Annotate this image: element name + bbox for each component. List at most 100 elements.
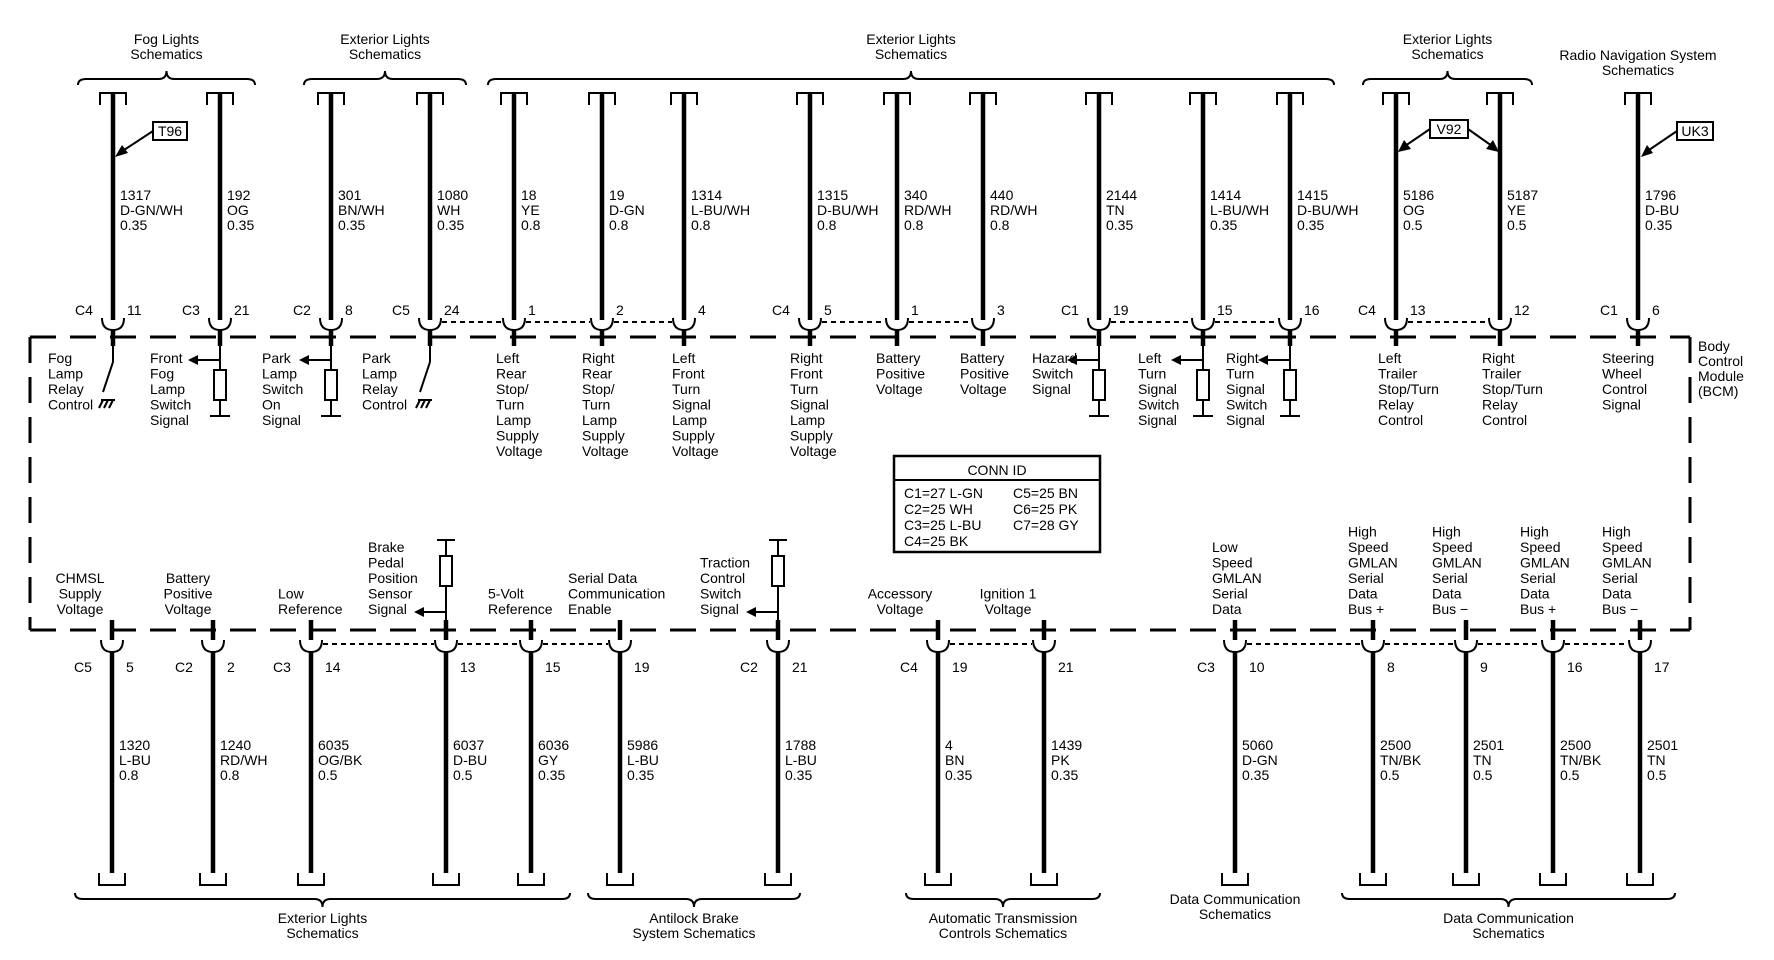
bracket-line — [303, 70, 467, 86]
pin-socket — [1361, 639, 1385, 654]
pin-function-line: Voltage — [672, 443, 719, 459]
wire-spec-line: 1080 — [437, 187, 468, 203]
conn-id-entry: C3=25 L-BU — [904, 517, 981, 533]
bracket-label: Automatic Transmission — [929, 910, 1078, 926]
pin-function-line: Lamp — [582, 412, 617, 428]
wire-spec-line: BN — [945, 752, 964, 768]
conn-id-title: CONN ID — [967, 462, 1026, 478]
connector-id: C1 — [1600, 302, 1618, 318]
right-turn-switch-input-symbol — [1258, 346, 1300, 417]
pin-function-line: Signal — [1602, 397, 1641, 413]
pin-function-line: Voltage — [582, 443, 629, 459]
bracket-line — [1362, 70, 1533, 86]
wire-spec-line: 0.35 — [538, 767, 565, 783]
wire-spec-line: YE — [1507, 202, 1526, 218]
pin-function-line: Rear — [582, 366, 613, 382]
pin-function-line: Sensor — [368, 586, 413, 602]
arrow-icon — [1398, 140, 1411, 152]
wire-spec-line: L-BU/WH — [1210, 202, 1269, 218]
wire-spec-line: L-BU — [627, 752, 659, 768]
pin-function-line: Supply — [59, 586, 102, 602]
wire-spec-line: 0.8 — [521, 217, 541, 233]
pin-function-line: Voltage — [960, 381, 1007, 397]
bracket-label: Schematics — [1199, 906, 1271, 922]
wire-spec-line: 0.5 — [1403, 217, 1423, 233]
park-switch-input-symbol — [299, 346, 341, 417]
pin-function-line: Stop/ — [496, 381, 529, 397]
pin-function-line: Turn — [1138, 366, 1166, 382]
bracket-line — [77, 70, 256, 86]
pin-function-line: Turn — [1226, 366, 1254, 382]
bracket-label: Data Communication — [1170, 891, 1301, 907]
wire-spec-line: 1315 — [817, 187, 848, 203]
pin-function-line: Brake — [368, 539, 405, 555]
wire-spec-line: WH — [437, 202, 460, 218]
pin-function-line: Voltage — [876, 381, 923, 397]
pin-function-line: Battery — [876, 350, 920, 366]
wire-spec-line: 1317 — [120, 187, 151, 203]
pin-socket — [1628, 639, 1652, 654]
pin-function-line: Right — [1226, 350, 1259, 366]
top-circuit: 1415D-BU/WH0.3516RightTurnSignalSwitchSi… — [1226, 93, 1358, 428]
pin-number: 19 — [634, 659, 650, 675]
pin-function-line: Serial Data — [568, 570, 637, 586]
wire-spec-line: 19 — [609, 187, 625, 203]
pin-function-line: Left — [1138, 350, 1161, 366]
pin-function-line: Stop/ — [582, 381, 615, 397]
pin-function-line: CHMSL — [55, 570, 104, 586]
wire-spec-line: 0.5 — [1473, 767, 1493, 783]
pin-function-line: Stop/Turn — [1482, 381, 1543, 397]
pin-function-line: Trailer — [1378, 366, 1417, 382]
module-boundary-sides — [28, 337, 1692, 630]
pin-number: 15 — [545, 659, 561, 675]
pin-function-line: Bus + — [1520, 601, 1556, 617]
pin-number: 10 — [1249, 659, 1265, 675]
conn-id-entry: C5=25 BN — [1013, 485, 1078, 501]
pin-function-line: Control — [1602, 381, 1647, 397]
pin-function-line: Battery — [960, 350, 1004, 366]
pin-number: 13 — [460, 659, 476, 675]
pin-function-line: On — [262, 397, 281, 413]
pin-function-line: Supply — [496, 428, 539, 444]
pin-number: 21 — [234, 302, 250, 318]
hazard-switch-input-symbol — [1067, 346, 1109, 417]
pin-socket — [1032, 639, 1056, 654]
pin-function-line: GMLAN — [1212, 570, 1262, 586]
option-tag-v92: V92 — [1398, 119, 1499, 152]
arrow-icon — [188, 355, 198, 365]
wire-spec-line: 1320 — [119, 737, 150, 753]
wire-spec-line: 192 — [227, 187, 251, 203]
pin-function-line: Turn — [672, 381, 700, 397]
wire-spec-line: BN/WH — [338, 202, 385, 218]
wire-spec-line: 0.35 — [1242, 767, 1269, 783]
wire-spec-line: D-BU — [1645, 202, 1679, 218]
pin-socket — [1454, 639, 1478, 654]
bracket-label: Schematics — [875, 46, 947, 62]
pin-number: 24 — [444, 302, 460, 318]
pin-number: 5 — [824, 302, 832, 318]
arrow-icon — [1641, 145, 1653, 157]
pin-function-line: Relay — [48, 381, 84, 397]
wire-spec-line: 0.35 — [1106, 217, 1133, 233]
switch-blade — [419, 361, 431, 393]
pin-function-line: Enable — [568, 601, 612, 617]
wire-spec-line: 0.5 — [318, 767, 338, 783]
pin-function-line: Lamp — [672, 412, 707, 428]
wire-spec-line: L-BU/WH — [691, 202, 750, 218]
bottom-circuit: 2500TN/BK0.516HighSpeedGMLANSerialDataBu… — [1520, 524, 1602, 873]
pin-number: 21 — [792, 659, 808, 675]
pin-function-line: Switch — [1032, 366, 1073, 382]
pin-function-line: Speed — [1602, 539, 1642, 555]
resistor — [324, 369, 338, 401]
pin-function-line: Fog — [150, 366, 174, 382]
pin-number: 1 — [528, 302, 536, 318]
pin-socket — [201, 639, 225, 654]
connector-id: C4 — [1358, 302, 1376, 318]
bracket-label: Exterior Lights — [278, 910, 367, 926]
tag-text: V92 — [1437, 121, 1462, 137]
pin-function-line: Voltage — [985, 601, 1032, 617]
